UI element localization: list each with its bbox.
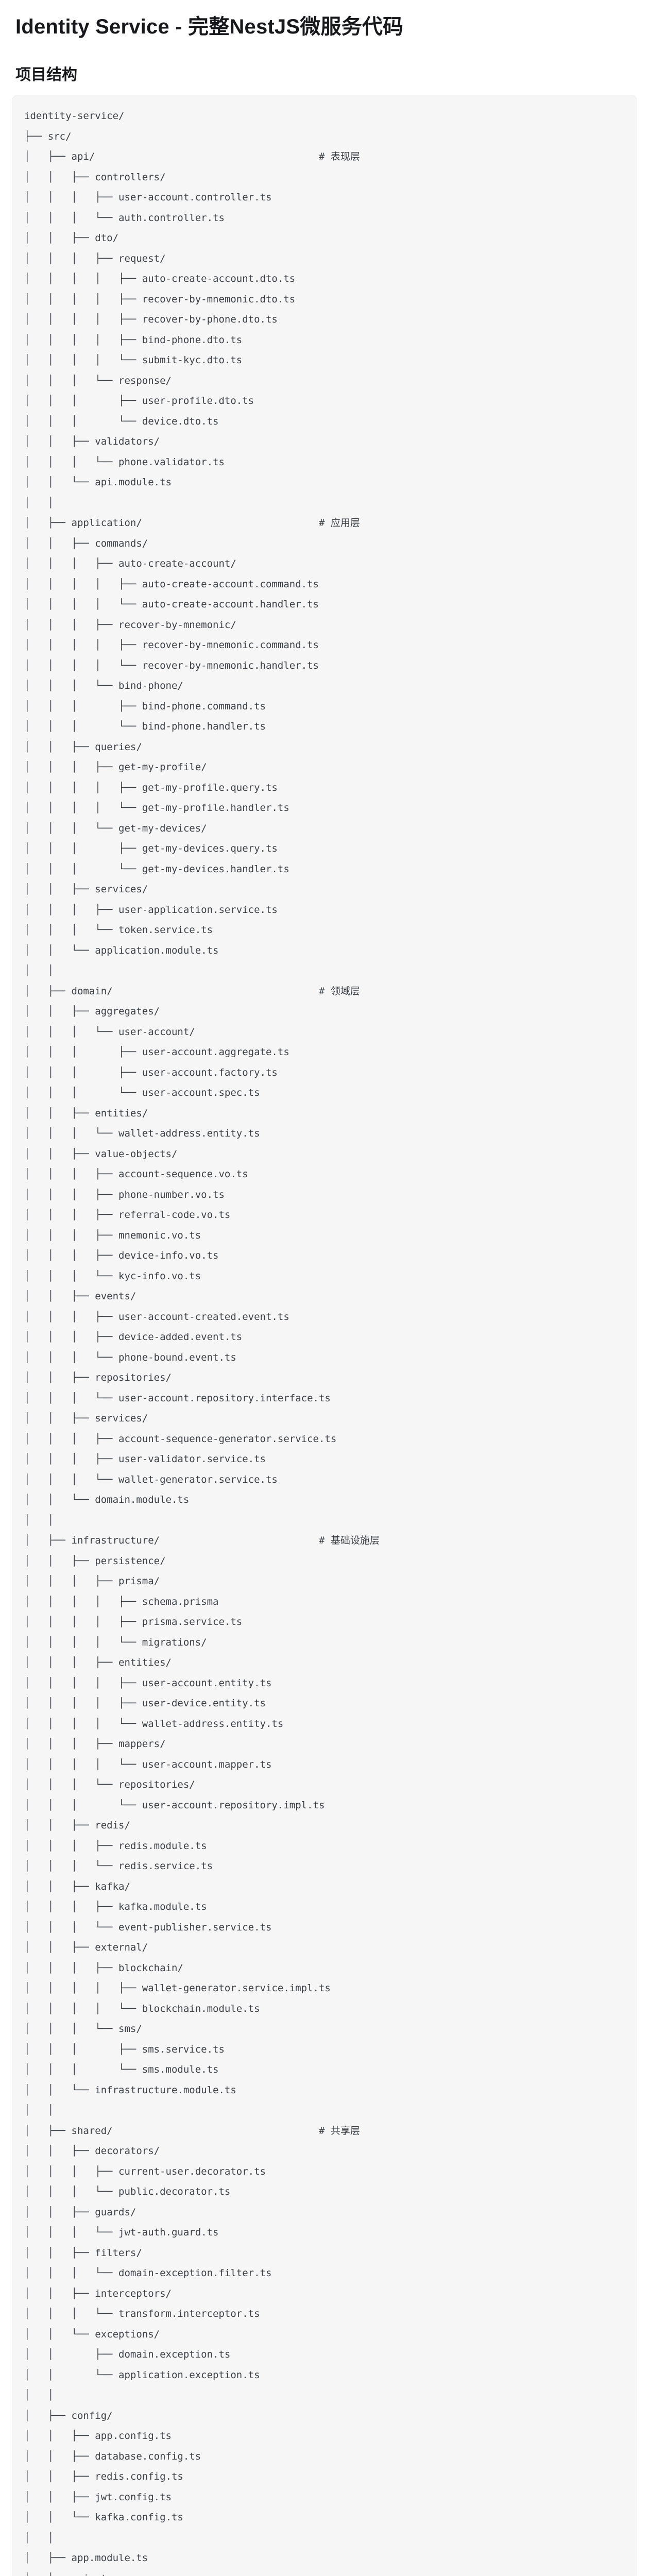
project-structure-code-block: identity-service/ ├── src/ │ ├── api/ # … bbox=[12, 95, 637, 2576]
file-tree: identity-service/ ├── src/ │ ├── api/ # … bbox=[24, 110, 380, 2576]
section-heading: 项目结构 bbox=[15, 66, 77, 83]
page-title: Identity Service - 完整NestJS微服务代码 bbox=[15, 15, 404, 38]
